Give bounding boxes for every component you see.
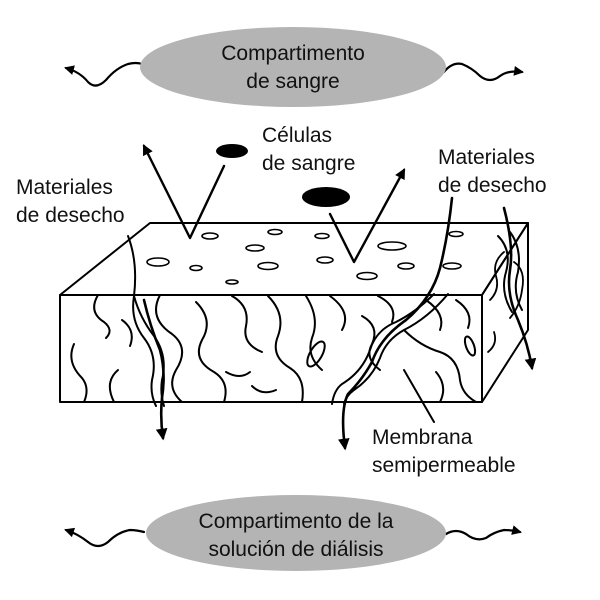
dialysis-compartment-label-line2: solución de diálisis — [208, 538, 383, 561]
waste-left-label-line1: Materiales — [16, 176, 113, 199]
waste-arrow-down-icon — [502, 206, 537, 371]
semipermeable-membrane — [59, 222, 529, 403]
blood-cells-label-line2: de sangre — [262, 152, 355, 175]
blood-cell-small — [216, 144, 248, 158]
waste-arrow-down-icon — [142, 298, 168, 441]
membrane-side-face — [481, 222, 529, 403]
blood-cells-label-line1: Células — [262, 124, 332, 147]
blood-cells — [142, 144, 406, 264]
dialysis-compartment-label-line1: Compartimento de la — [199, 510, 394, 533]
blood-compartment-label-line2: de sangre — [246, 70, 339, 93]
flow-arrow-out-icon — [442, 62, 524, 82]
flow-arrow-out-icon — [444, 525, 522, 541]
waste-right-label-line1: Materiales — [438, 146, 535, 169]
waste-left-label-line2: de desecho — [16, 204, 125, 227]
flow-arrow-in-icon — [64, 61, 144, 87]
blood-compartment-ellipse — [140, 27, 446, 107]
membrane-label-line2: semipermeable — [372, 454, 516, 477]
blood-cell-large — [302, 187, 350, 207]
cell-reflect-arrow-icon — [328, 168, 406, 264]
membrane-label-line1: Membrana — [372, 426, 473, 449]
membrane-leader-line — [403, 369, 435, 423]
blood-compartment-label-line1: Compartimento — [221, 42, 365, 65]
blood-compartment: Compartimento de sangre — [64, 27, 524, 107]
dialysis-compartment: Compartimento de la solución de diálisis — [64, 495, 522, 571]
waste-arrow-down-icon — [337, 196, 454, 451]
diagram-labels: Células de sangre Materiales de desecho … — [16, 124, 547, 477]
waste-right-label-line2: de desecho — [438, 174, 547, 197]
dialysis-compartment-ellipse — [146, 495, 446, 571]
membrane-top-face — [59, 222, 529, 296]
top-surface-pores — [146, 228, 464, 285]
membrane-front-face — [59, 294, 483, 403]
waste-path-left — [127, 235, 168, 441]
waste-path-side — [497, 206, 537, 371]
flow-arrow-in-icon — [64, 527, 146, 548]
waste-path-right — [331, 196, 454, 451]
cell-reflect-arrow-icon — [142, 144, 226, 240]
